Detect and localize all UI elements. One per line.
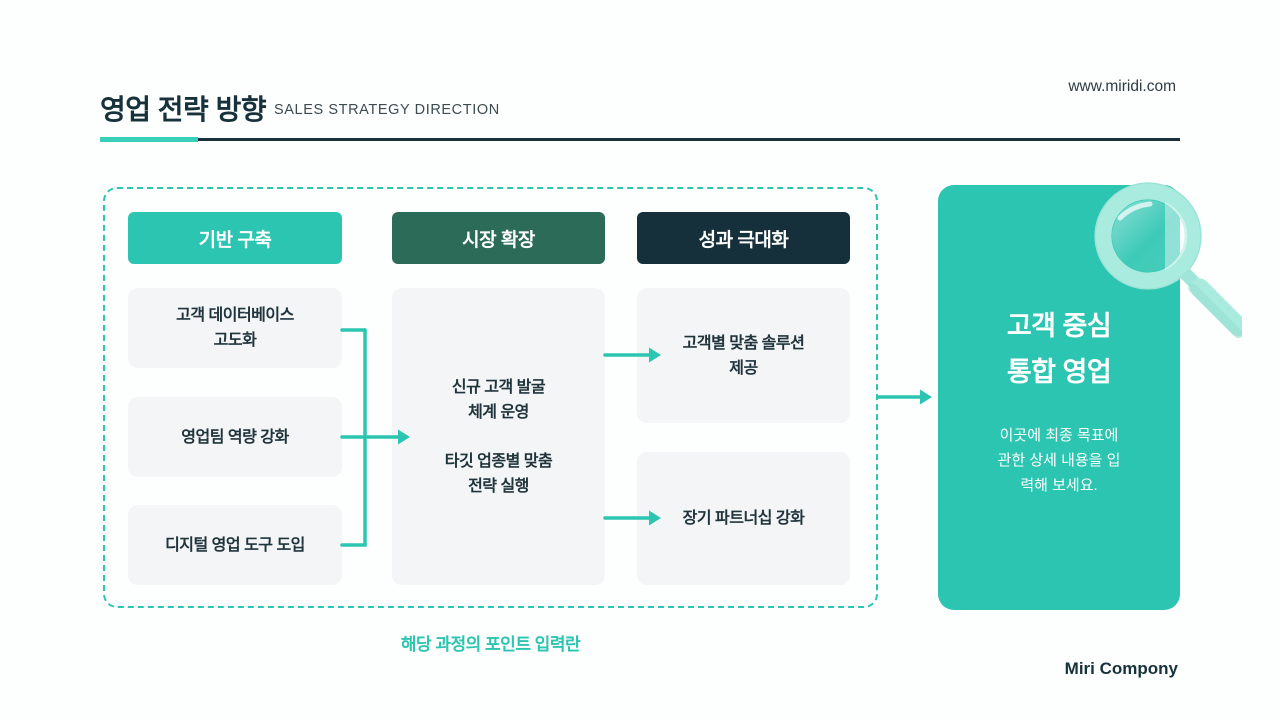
website-url: www.miridi.com — [1068, 78, 1176, 95]
goal-description-placeholder[interactable]: 이곳에 최종 목표에 관한 상세 내용을 입 력해 보세요. — [997, 427, 1121, 494]
card-target-industry-text: 타깃 업종별 맞춤 전략 실행 — [444, 452, 553, 495]
card-new-customer-text: 신규 고객 발굴 체계 운영 — [451, 378, 546, 421]
title-divider — [100, 137, 1180, 142]
stage-header-expansion[interactable]: 시장 확장 — [392, 212, 605, 264]
page-title: 영업 전략 방향 — [100, 94, 267, 125]
page-subtitle: SALES STRATEGY DIRECTION — [274, 102, 500, 118]
card-sales-team[interactable]: 영업팀 역량 강화 — [128, 397, 342, 477]
card-market-expansion[interactable]: 신규 고객 발굴 체계 운영 타깃 업종별 맞춤 전략 실행 — [392, 288, 605, 585]
card-customer-database[interactable]: 고객 데이터베이스 고도화 — [128, 288, 342, 368]
goal-title: 고객 중심 통합 영업 — [1006, 311, 1112, 387]
stage-header-maximize[interactable]: 성과 극대화 — [637, 212, 850, 264]
process-caption-placeholder[interactable]: 해당 과정의 포인트 입력란 — [400, 635, 581, 654]
company-name: Miri Compony — [1064, 659, 1178, 678]
goal-panel[interactable]: 고객 중심 통합 영업 이곳에 최종 목표에 관한 상세 내용을 입 력해 보세… — [938, 185, 1180, 610]
arrow-process-to-goal-head — [920, 389, 932, 405]
stage-header-foundation[interactable]: 기반 구축 — [128, 212, 342, 264]
card-digital-tools[interactable]: 디지털 영업 도구 도입 — [128, 505, 342, 585]
title-divider-accent — [100, 137, 198, 142]
card-custom-solution[interactable]: 고객별 맞춤 솔루션 제공 — [637, 288, 850, 423]
card-partnership[interactable]: 장기 파트너십 강화 — [637, 452, 850, 585]
